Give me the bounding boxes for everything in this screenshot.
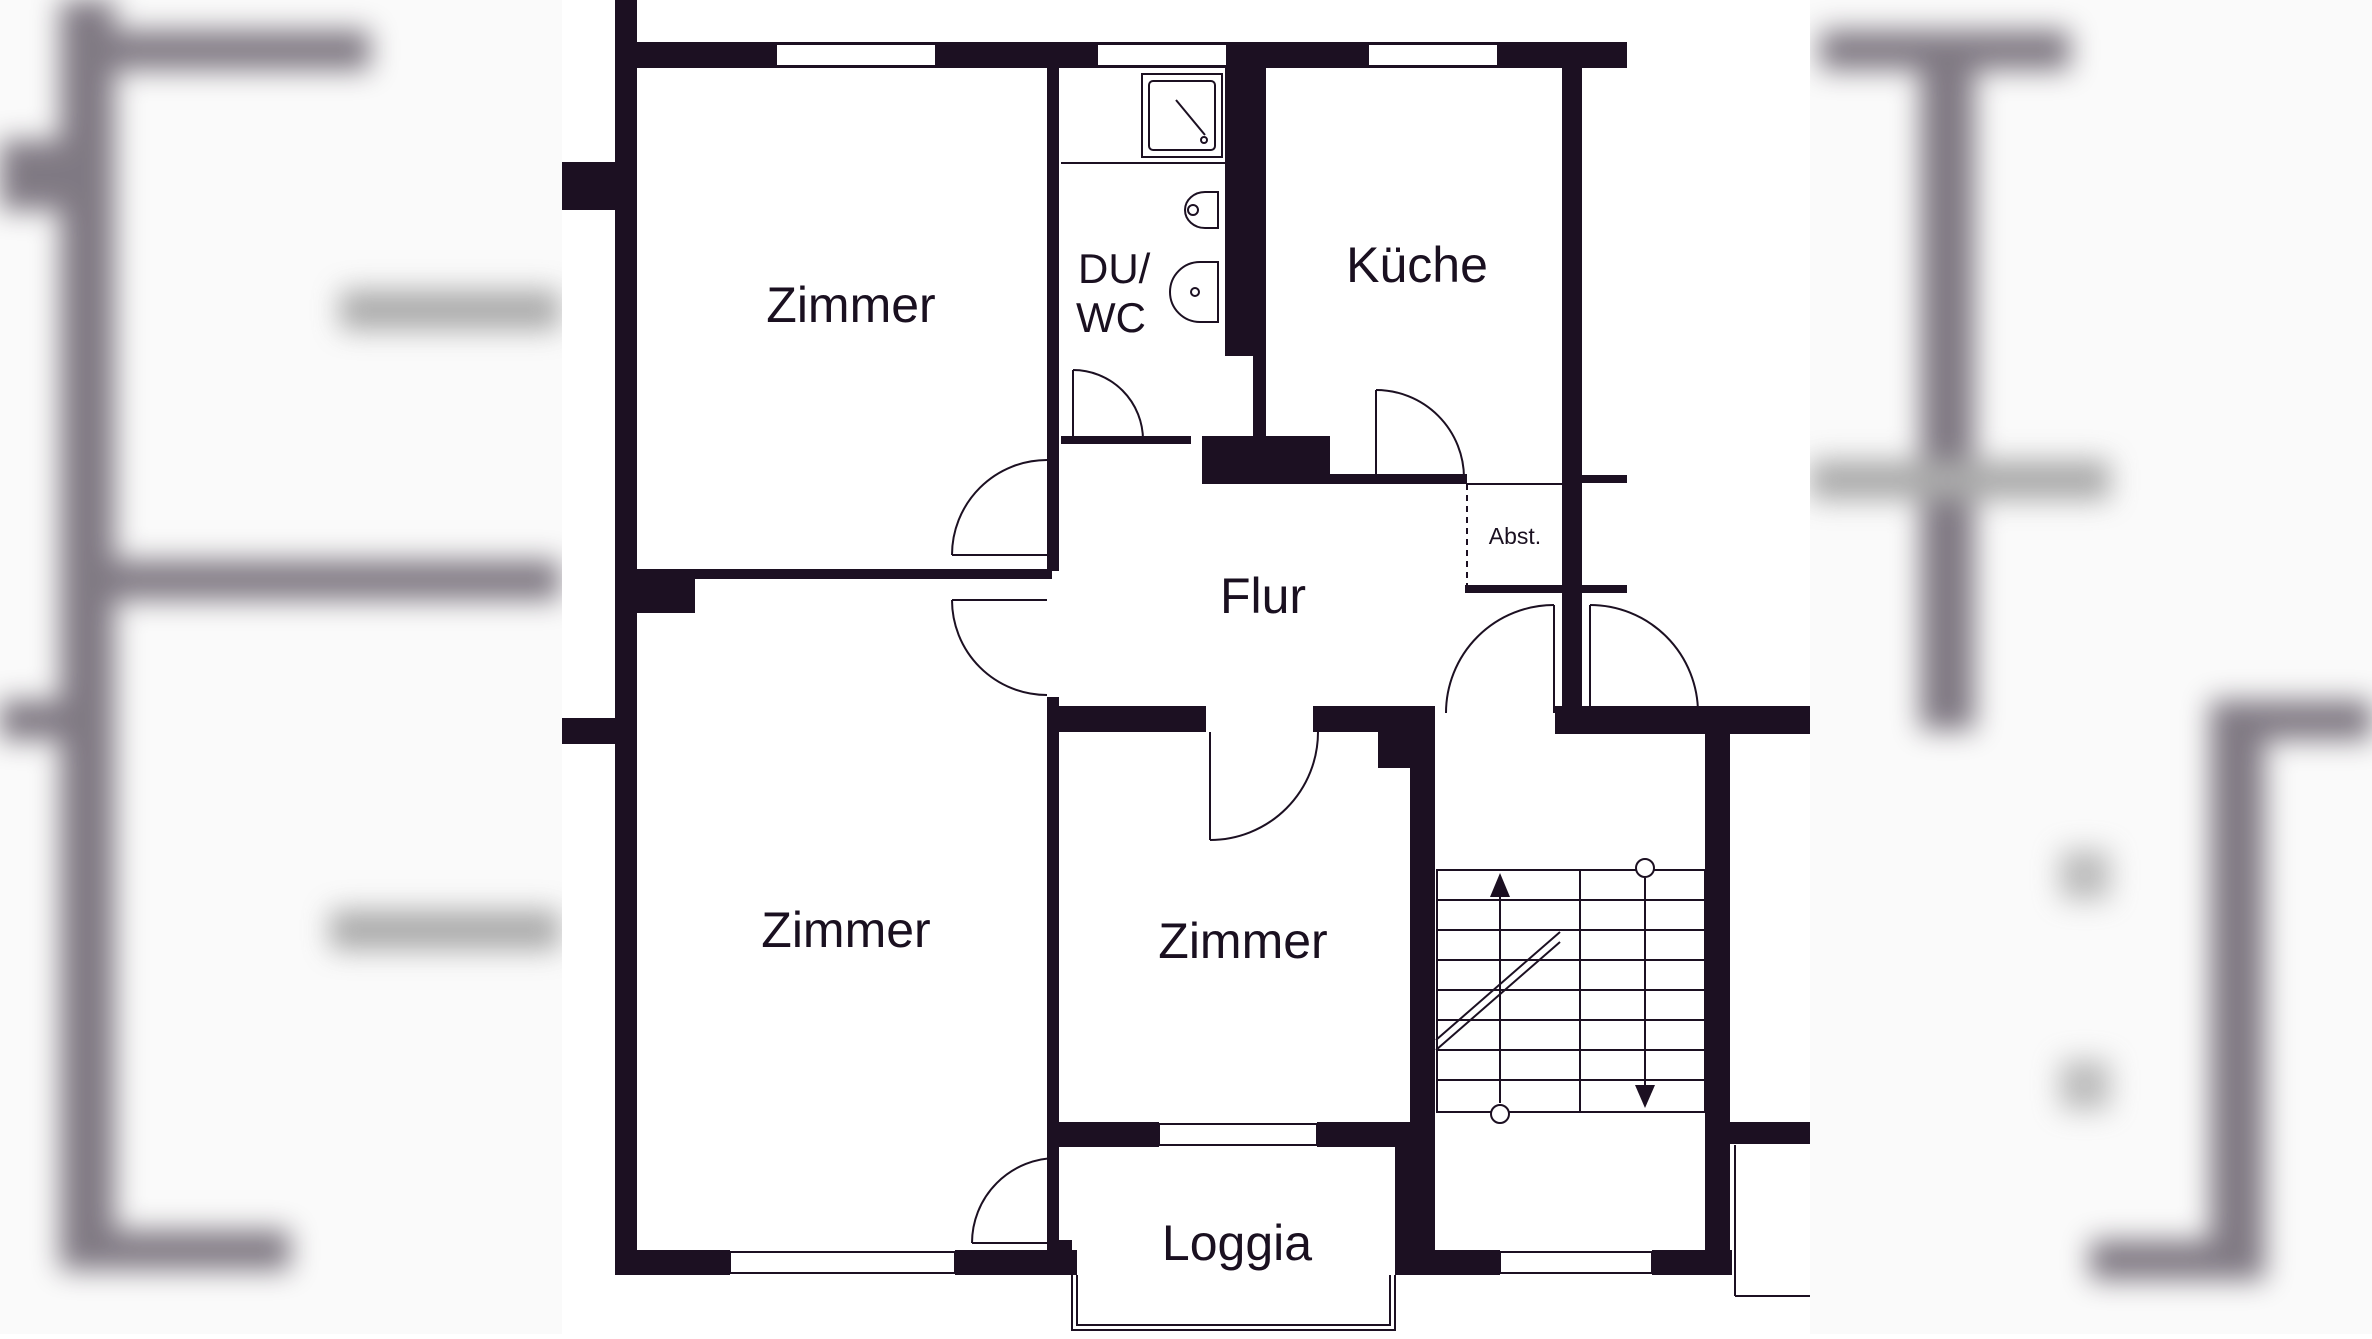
walls: [562, 0, 1810, 1275]
room-label-zimmer-top-left: Zimmer: [766, 277, 935, 333]
stair-arrows: [1490, 873, 1655, 1108]
room-label-zimmer-middle: Zimmer: [1158, 913, 1327, 969]
room-labels: Zimmer DU/ WC Küche Abst. Flur Zimmer Zi…: [761, 237, 1541, 1271]
blurred-background-right: [1810, 0, 2372, 1334]
stairs: [1435, 858, 1706, 1124]
floor-plan-drawing: Zimmer DU/ WC Küche Abst. Flur Zimmer Zi…: [562, 0, 1810, 1331]
door-swings: [951, 369, 1699, 1244]
stair-arrow-down-icon: [1635, 1085, 1655, 1108]
floor-plan: Zimmer DU/ WC Küche Abst. Flur Zimmer Zi…: [562, 0, 1810, 1334]
stair-arrow-up-icon: [1490, 873, 1510, 897]
windows-and-lines: [729, 43, 1810, 1331]
room-label-zimmer-bottom-left: Zimmer: [761, 902, 930, 958]
blurred-background-left: [0, 0, 562, 1334]
bathroom-fixtures: [1141, 73, 1223, 323]
blurred-plan-right: [1810, 30, 2372, 1280]
washbasin-icon: [1169, 261, 1219, 323]
room-label-abst: Abst.: [1489, 523, 1541, 549]
room-label-kueche: Küche: [1346, 237, 1488, 293]
toilet-icon: [1184, 191, 1219, 229]
room-label-du: DU/: [1078, 245, 1151, 292]
blurred-plan-left: [0, 0, 560, 1270]
room-label-loggia: Loggia: [1162, 1215, 1312, 1271]
room-label-flur: Flur: [1220, 568, 1306, 624]
room-label-wc: WC: [1076, 294, 1146, 341]
shower-tray-icon: [1141, 73, 1223, 158]
